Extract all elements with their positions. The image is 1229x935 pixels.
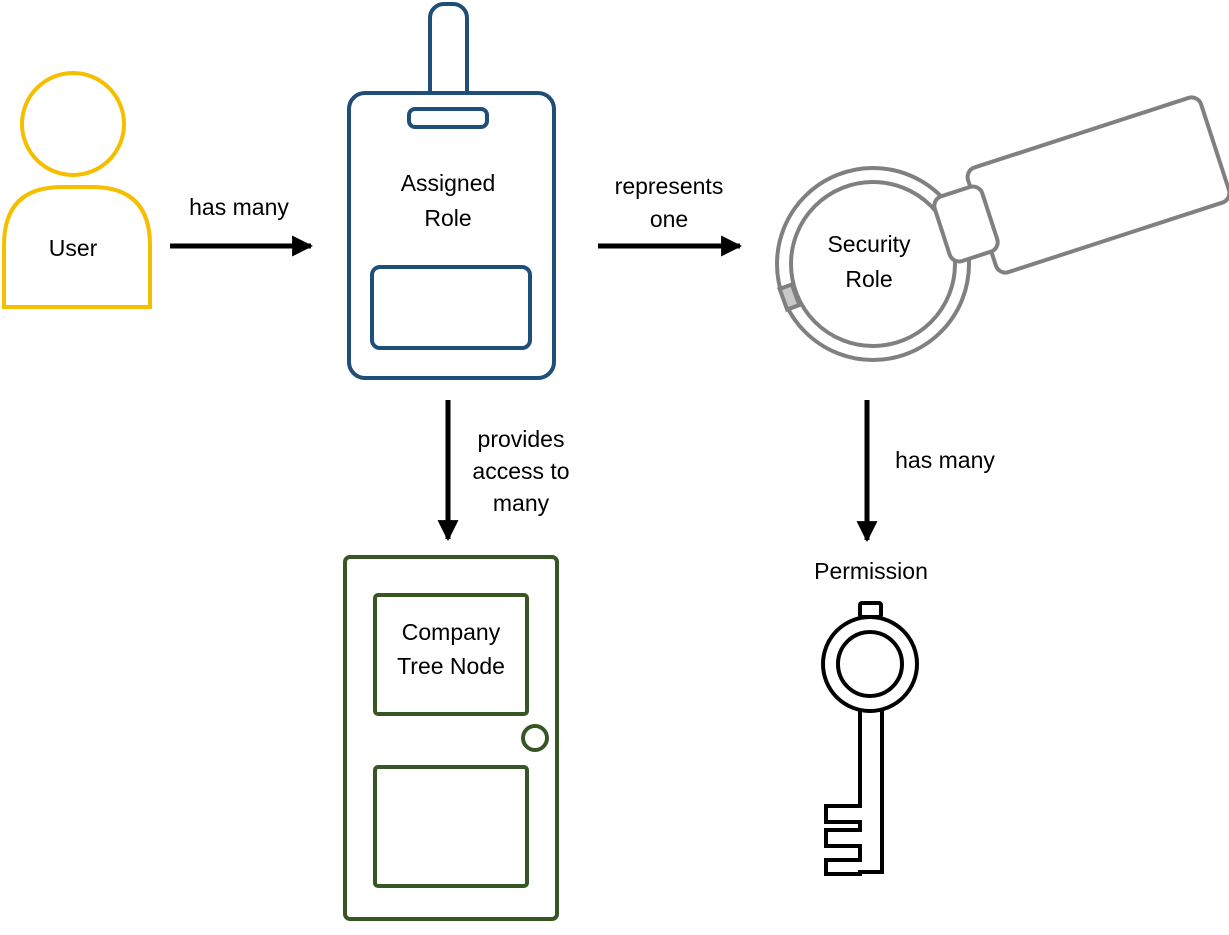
relation-label-many: many xyxy=(493,490,550,516)
relation-security-permission: has many xyxy=(856,400,995,543)
tag-icon xyxy=(775,95,1229,362)
security-role-label-line2: Role xyxy=(845,266,892,292)
user-node: User xyxy=(2,71,152,309)
relation-label-access-to: access to xyxy=(472,458,569,484)
door-icon xyxy=(343,555,559,921)
badge-icon xyxy=(347,2,556,380)
permission-label: Permission xyxy=(814,558,928,584)
relation-assigned-security: represents one xyxy=(598,173,743,257)
security-role-label-line1: Security xyxy=(827,231,911,257)
key-icon xyxy=(821,601,919,876)
relation-user-assigned-role: has many xyxy=(170,194,314,257)
company-tree-node-label-line2: Tree Node xyxy=(397,653,505,679)
user-label: User xyxy=(49,235,98,261)
relation-assigned-node: provides access to many xyxy=(437,400,570,542)
relation-label-one: one xyxy=(650,206,688,232)
relation-label-has-many-2: has many xyxy=(895,447,995,473)
assigned-role-label-line2: Role xyxy=(424,205,471,231)
relation-label-represents: represents xyxy=(615,173,724,199)
assigned-role-label-line1: Assigned xyxy=(401,170,496,196)
relation-label-provides: provides xyxy=(478,426,565,452)
company-tree-node-label-line1: Company xyxy=(402,619,501,645)
relation-label-has-many: has many xyxy=(189,194,289,220)
company-tree-node: Company Tree Node xyxy=(343,555,559,921)
assigned-role-node: Assigned Role xyxy=(347,2,556,380)
person-icon xyxy=(2,71,152,309)
security-role-node: Security Role xyxy=(775,95,1229,362)
permission-node: Permission xyxy=(814,558,928,876)
